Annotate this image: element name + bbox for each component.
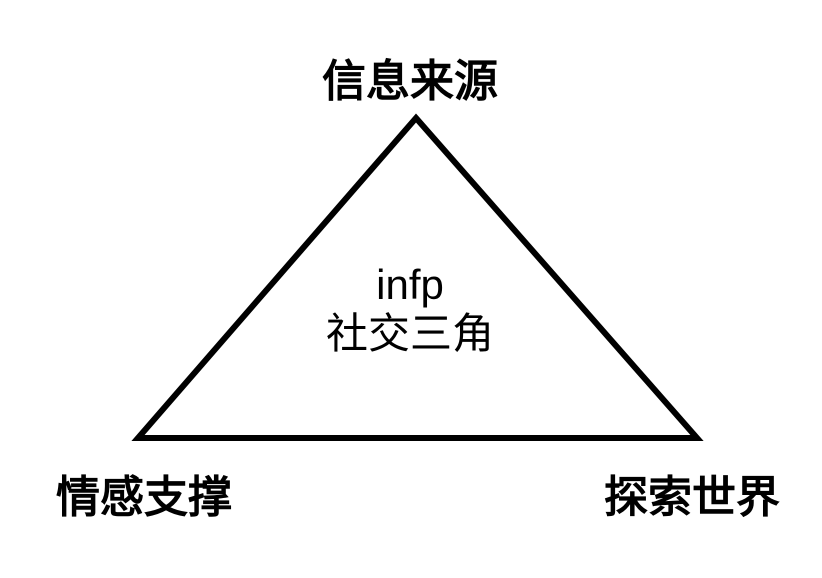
vertex-label-top: 信息来源: [322, 57, 498, 106]
center-text-line-2: 社交三角: [325, 310, 494, 357]
triangle-outline: [131, 113, 704, 441]
center-text-block: infp 社交三角: [0, 260, 821, 358]
vertex-label-bottom-left: 情感支撑: [56, 473, 232, 522]
vertex-label-bottom-right: 探索世界: [604, 473, 780, 522]
center-text-line-1: infp: [376, 261, 444, 308]
